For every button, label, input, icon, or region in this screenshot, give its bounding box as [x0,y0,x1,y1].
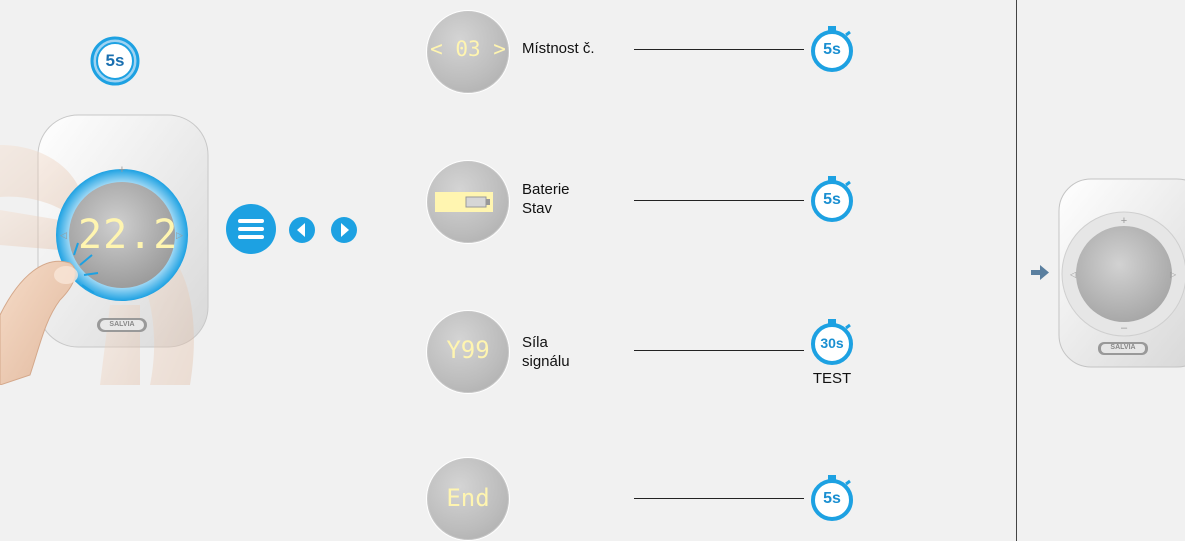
hold-badge: 5s [90,36,140,86]
row3-connector [634,350,804,351]
stopwatch-icon: 5s [808,175,856,223]
hold-badge-label: 5s [105,51,125,70]
row2-timer-label: 5s [823,191,841,208]
arrow-left-icon[interactable] [288,216,316,244]
signal-strength-lcd: Y99 [446,336,490,364]
end-button: End [426,457,510,541]
signal-strength-button: Y99 [426,310,510,394]
svg-text:–: – [1121,322,1128,334]
svg-text:◁: ◁ [1070,270,1077,279]
svg-text:◁: ◁ [60,230,67,240]
room-number-label: Místnost č. [522,40,595,57]
section-divider [1016,0,1017,541]
brand-logo: SALVIA [1110,344,1136,351]
signal-label-line1: Síla [522,334,548,351]
battery-icon [435,192,493,212]
stopwatch-icon: 5s [808,474,856,522]
thermostat-idle: + – ◁ ▷ SALVIA [1058,176,1185,371]
row1-timer-label: 5s [823,41,841,58]
room-number-button: < 03 > [426,10,510,94]
row4-timer-label: 5s [823,490,841,507]
svg-text:+: + [119,164,125,176]
battery-label-line1: Baterie [522,181,570,198]
row4-connector [634,498,804,499]
svg-text:▷: ▷ [1170,270,1177,279]
battery-label-line2: Stav [522,200,553,217]
brand-logo: SALVIA [109,321,135,328]
svg-text:▷: ▷ [176,230,183,240]
thermostat-device: + ◁ ▷ 22.2 SALVIA [0,105,215,386]
svg-text:+: + [1121,215,1127,227]
row3-timer-label: 30s [820,335,844,351]
stopwatch-icon: 5s [808,25,856,73]
battery-status-button [426,160,510,244]
stopwatch-icon: 30s [808,318,856,366]
row2-connector [634,200,804,201]
test-label: TEST [812,370,852,387]
room-number-lcd: < 03 > [430,37,506,61]
signal-label-line2: signálu [522,353,570,370]
arrow-right-icon [1030,262,1050,282]
arrow-right-icon[interactable] [330,216,358,244]
end-lcd: End [446,484,490,512]
temperature-display: 22.2 [78,212,179,258]
menu-icon[interactable] [225,203,277,255]
row1-connector [634,49,804,50]
